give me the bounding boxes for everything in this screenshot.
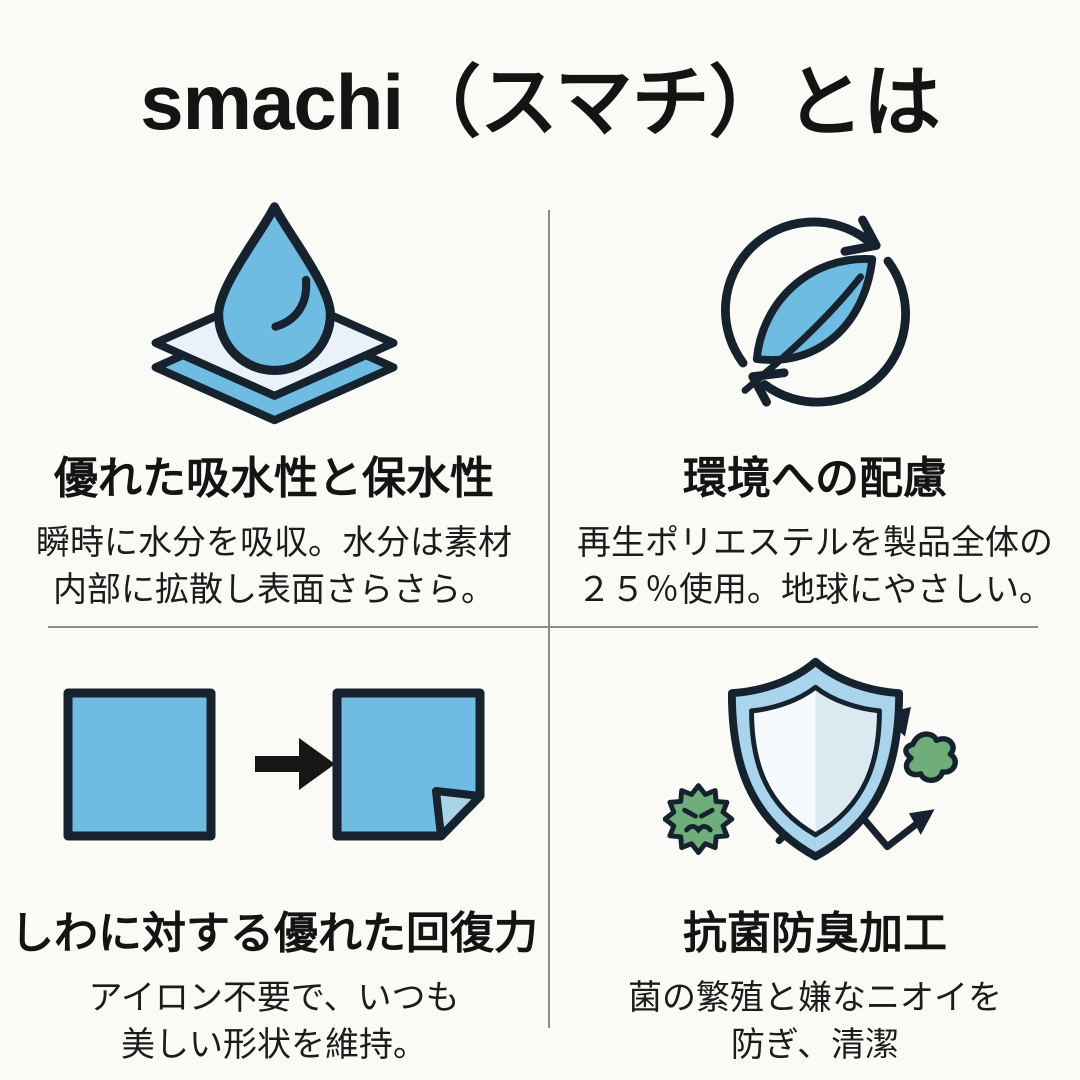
feature-description: 再生ポリエステルを製品全体の ２５％使用。地球にやさしい。: [577, 524, 1053, 609]
feature-heading: しわに対する優れた回復力: [10, 909, 538, 958]
feature-heading: 優れた吸水性と保水性: [54, 454, 494, 503]
feature-heading: 環境への配慮: [683, 454, 947, 503]
page-title: smachi（スマチ）とは: [140, 58, 940, 146]
feature-description: 瞬時に水分を吸収。水分は素材 内部に拡散し表面さらさら。: [36, 524, 512, 609]
feature-absorbency: 優れた吸水性と保水性 瞬時に水分を吸収。水分は素材 内部に拡散し表面さらさら。: [0, 150, 548, 627]
antibacterial-shield-icon: [662, 646, 968, 881]
recycle-leaf-icon: [698, 194, 933, 434]
feature-description: アイロン不要で、いつも 美しい形状を維持。: [88, 979, 460, 1064]
horizontal-divider: [48, 626, 1038, 628]
vertical-divider: [548, 210, 550, 1028]
feature-description: 菌の繁殖と嫌なニオイを 防ぎ、清潔: [628, 979, 1002, 1064]
feature-heading: 抗菌防臭加工: [683, 909, 947, 958]
feature-eco: 環境への配慮 再生ポリエステルを製品全体の ２５％使用。地球にやさしい。: [550, 150, 1080, 627]
water-drop-layers-icon: [117, 194, 432, 434]
wrinkle-recovery-squares-icon: [59, 646, 489, 881]
feature-wrinkle-recovery: しわに対する優れた回復力 アイロン不要で、いつも 美しい形状を維持。: [0, 630, 548, 1080]
feature-antibacterial: 抗菌防臭加工 菌の繁殖と嫌なニオイを 防ぎ、清潔: [550, 630, 1080, 1080]
